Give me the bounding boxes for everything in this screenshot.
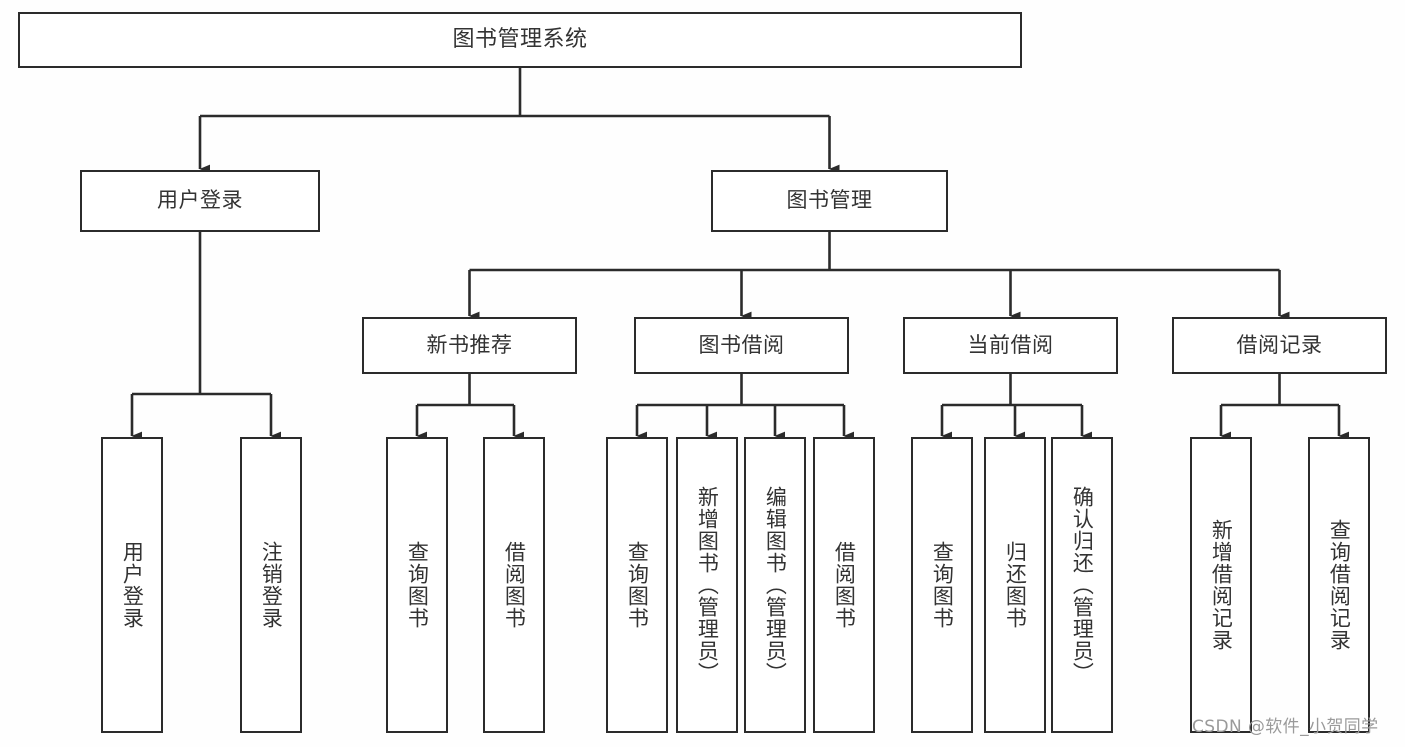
leaf-borrow-book-1-label: 借阅图书 bbox=[502, 541, 527, 629]
node-new-book-recommend-label: 新书推荐 bbox=[426, 332, 513, 357]
leaf-edit-book[interactable]: 编辑图书（管理员） bbox=[744, 437, 806, 733]
node-user-login[interactable]: 用户登录 bbox=[80, 170, 320, 232]
leaf-add-book[interactable]: 新增图书（管理员） bbox=[676, 437, 738, 733]
node-user-login-label: 用户登录 bbox=[157, 188, 243, 213]
leaf-query-book-2[interactable]: 查询图书 bbox=[606, 437, 668, 733]
leaf-borrow-book-2-label: 借阅图书 bbox=[832, 541, 857, 629]
node-root[interactable]: 图书管理系统 bbox=[18, 12, 1022, 68]
leaf-borrow-book-2[interactable]: 借阅图书 bbox=[813, 437, 875, 733]
node-current-borrow[interactable]: 当前借阅 bbox=[903, 317, 1118, 374]
node-new-book-recommend[interactable]: 新书推荐 bbox=[362, 317, 577, 374]
leaf-logout[interactable]: 注销登录 bbox=[240, 437, 302, 733]
leaf-confirm-return[interactable]: 确认归还（管理员） bbox=[1051, 437, 1113, 733]
leaf-add-book-label: 新增图书（管理员） bbox=[695, 486, 720, 684]
leaf-return-book-label: 归还图书 bbox=[1003, 541, 1028, 629]
edge-paths bbox=[130, 68, 1350, 441]
csdn-watermark: CSDN @软件_小贺同学 bbox=[1192, 717, 1379, 737]
leaf-query-record[interactable]: 查询借阅记录 bbox=[1308, 437, 1370, 733]
leaf-query-book-3[interactable]: 查询图书 bbox=[911, 437, 973, 733]
leaf-add-record-label: 新增借阅记录 bbox=[1209, 519, 1234, 651]
leaf-query-book-1-label: 查询图书 bbox=[405, 541, 430, 629]
leaf-return-book[interactable]: 归还图书 bbox=[984, 437, 1046, 733]
leaf-query-book-2-label: 查询图书 bbox=[625, 541, 650, 629]
leaf-query-book-3-label: 查询图书 bbox=[930, 541, 955, 629]
leaf-add-record[interactable]: 新增借阅记录 bbox=[1190, 437, 1252, 733]
leaf-query-record-label: 查询借阅记录 bbox=[1327, 519, 1352, 651]
node-book-manage[interactable]: 图书管理 bbox=[711, 170, 948, 232]
node-book-borrow-label: 图书借阅 bbox=[698, 332, 785, 357]
node-book-borrow[interactable]: 图书借阅 bbox=[634, 317, 849, 374]
leaf-borrow-book-1[interactable]: 借阅图书 bbox=[483, 437, 545, 733]
node-book-manage-label: 图书管理 bbox=[786, 188, 873, 213]
leaf-confirm-return-label: 确认归还（管理员） bbox=[1070, 486, 1095, 684]
leaf-user-login[interactable]: 用户登录 bbox=[101, 437, 163, 733]
leaf-user-login-label: 用户登录 bbox=[120, 541, 145, 629]
node-borrow-record[interactable]: 借阅记录 bbox=[1172, 317, 1387, 374]
node-borrow-record-label: 借阅记录 bbox=[1236, 332, 1323, 357]
leaf-logout-label: 注销登录 bbox=[259, 541, 284, 629]
node-root-label: 图书管理系统 bbox=[452, 26, 588, 52]
node-current-borrow-label: 当前借阅 bbox=[967, 332, 1054, 357]
leaf-query-book-1[interactable]: 查询图书 bbox=[386, 437, 448, 733]
leaf-edit-book-label: 编辑图书（管理员） bbox=[763, 486, 788, 684]
